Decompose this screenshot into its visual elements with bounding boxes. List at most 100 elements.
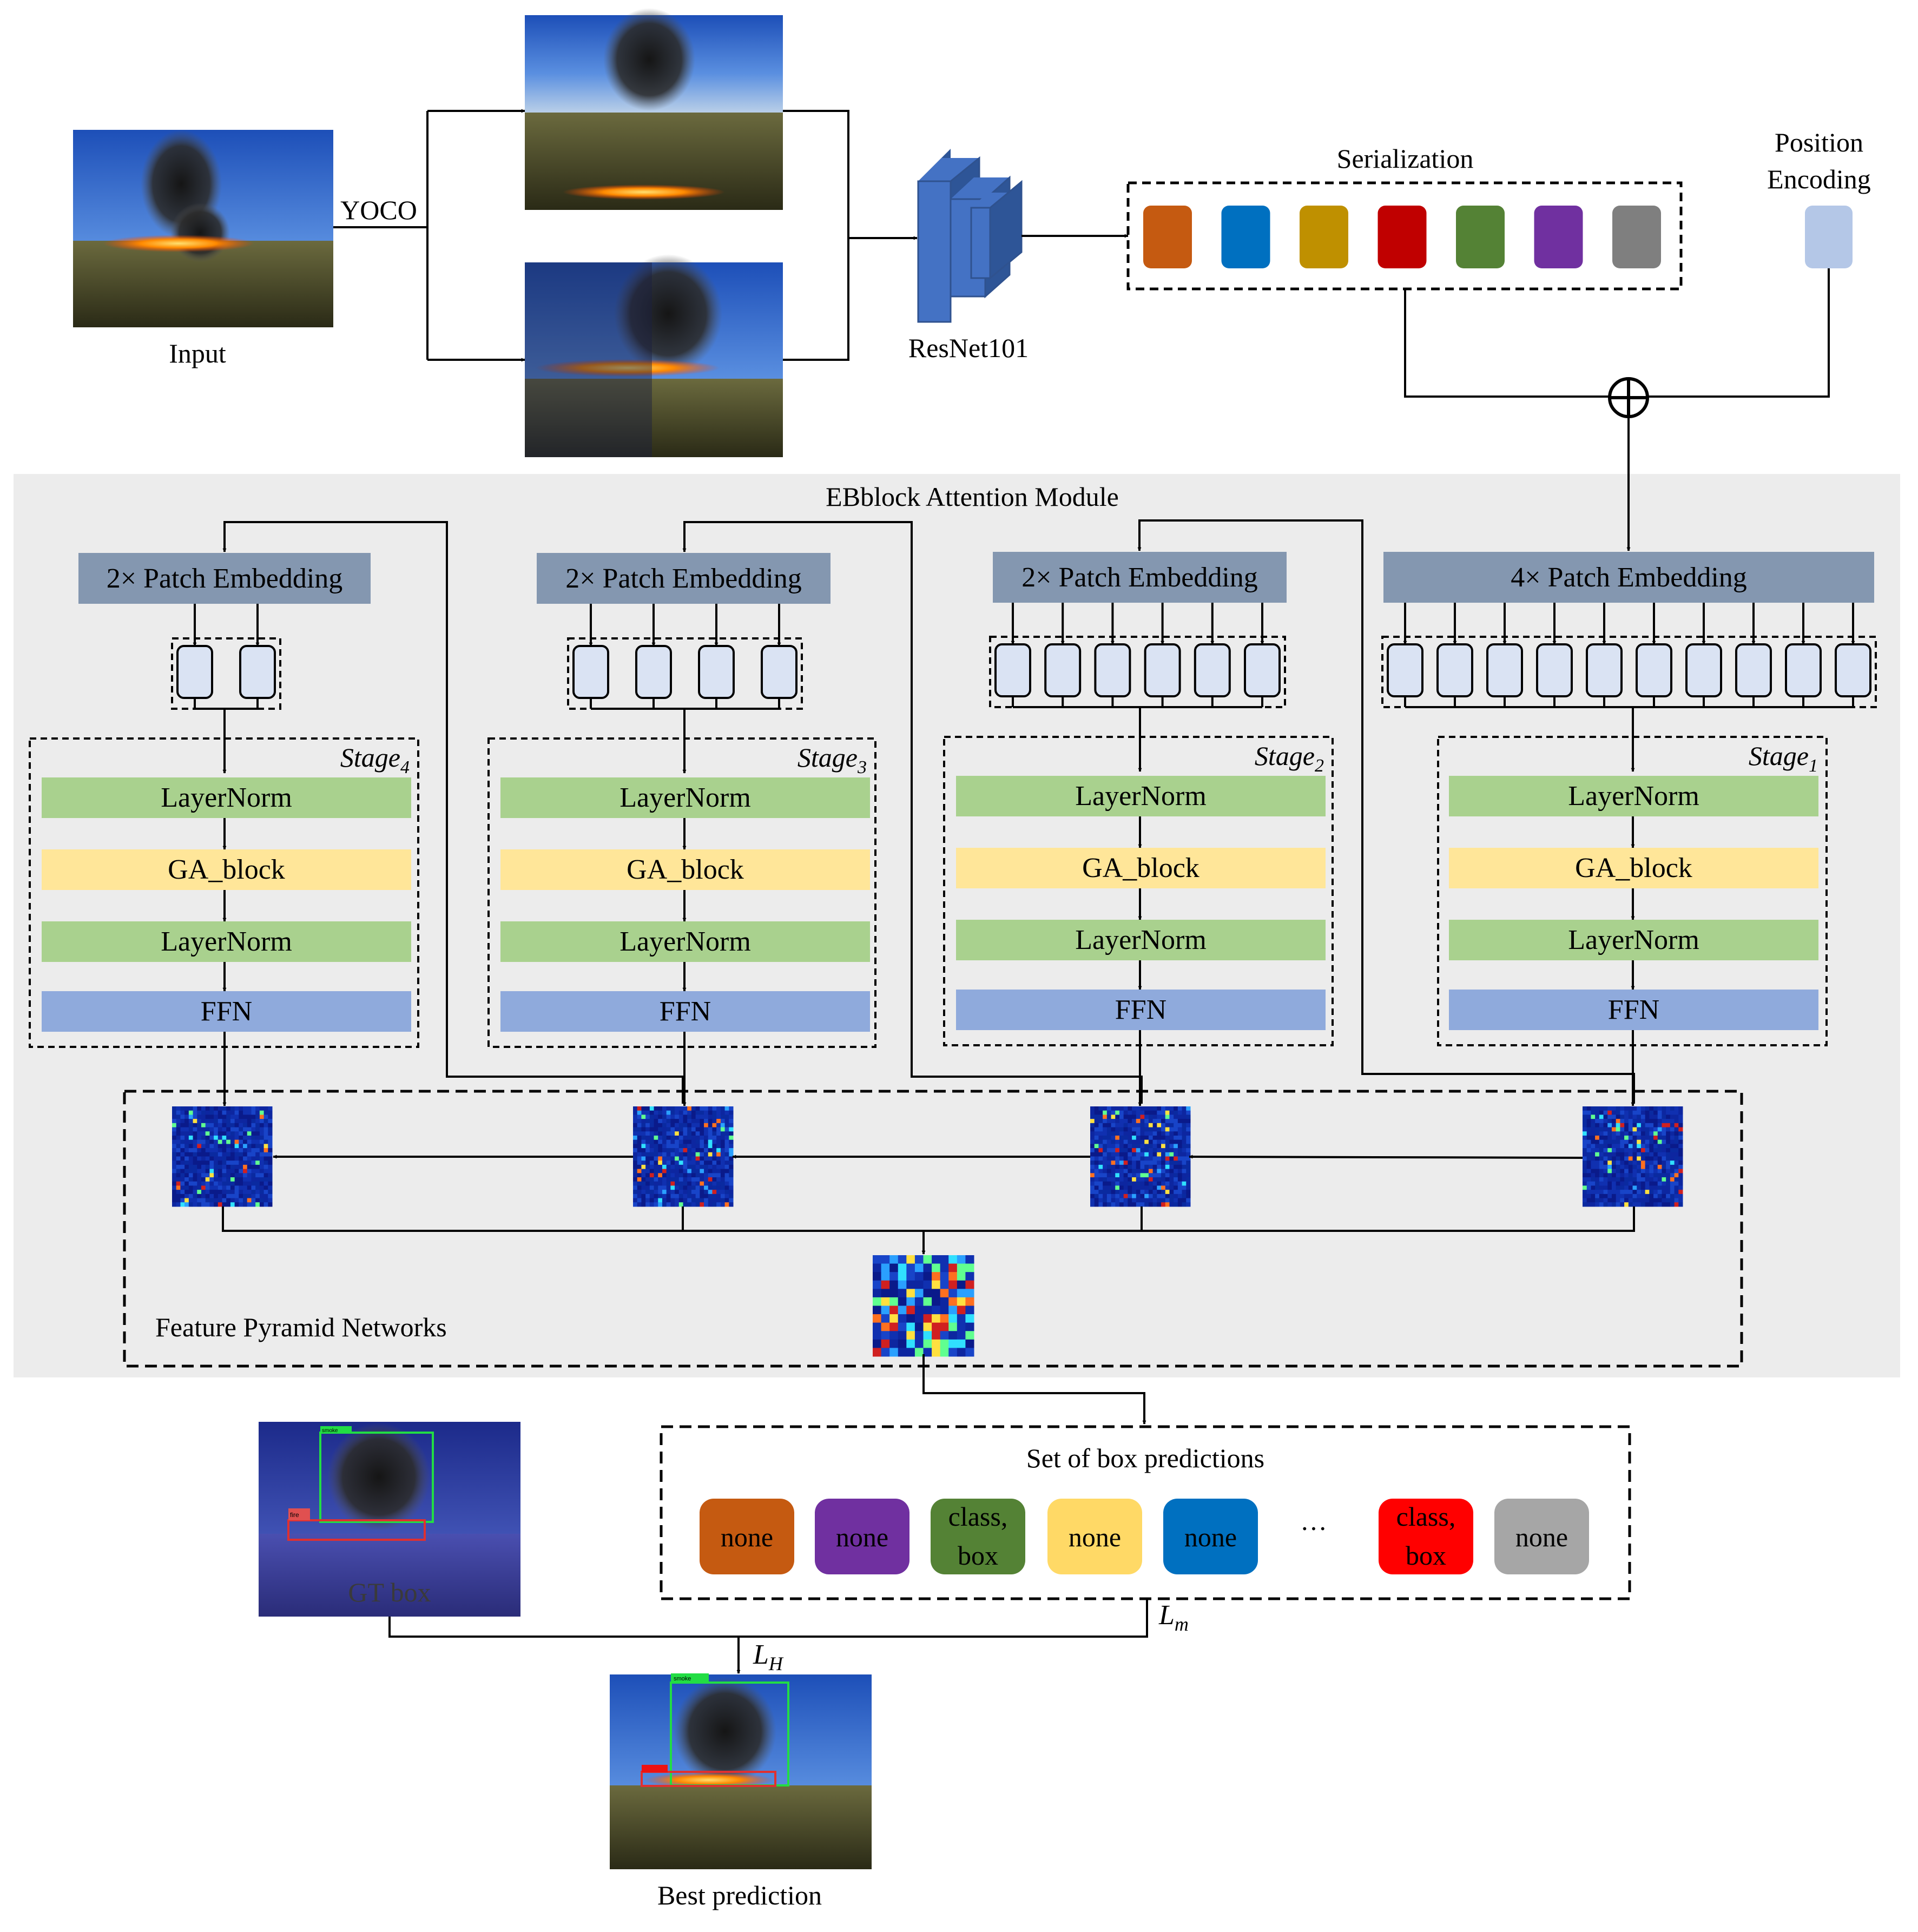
patch-token <box>1536 643 1573 697</box>
yoco-augmented-image-bottom <box>525 254 783 457</box>
stage-box <box>943 736 1334 1046</box>
gt-smoke-tag: smoke <box>322 1428 338 1434</box>
patch-token <box>1835 643 1871 697</box>
yoco-augmented-image-top <box>525 8 783 210</box>
ffn-block <box>42 991 411 1032</box>
ga-block <box>42 849 411 890</box>
prediction-slot: none <box>1163 1499 1258 1574</box>
patch-token <box>1244 643 1281 697</box>
patch-embedding-block <box>993 552 1287 603</box>
patch-token <box>698 645 735 699</box>
ga-block <box>500 849 870 890</box>
stage-1: 4× Patch EmbeddingStage1LayerNormGA_bloc… <box>1381 552 1877 1106</box>
patch-token <box>176 645 213 699</box>
layernorm-block <box>1449 776 1818 816</box>
patch-token <box>1436 643 1473 697</box>
serialized-token <box>1456 206 1505 268</box>
prediction-slot: none <box>1494 1499 1589 1574</box>
serialization-label: Serialization <box>1337 143 1474 174</box>
layernorm-block-label: LayerNorm <box>161 926 292 957</box>
layernorm-block <box>1449 920 1818 960</box>
stage-label: Stage4 <box>340 742 410 777</box>
patch-token <box>1636 643 1672 697</box>
serialized-token <box>1143 206 1192 268</box>
prediction-slot: none <box>1047 1499 1142 1574</box>
ga-block-label: GA_block <box>1082 853 1199 883</box>
layernorm-block <box>956 920 1326 960</box>
feature-map-stage-3 <box>633 1106 734 1207</box>
patch-token <box>761 645 797 699</box>
prediction-slot: class, box <box>1379 1499 1473 1574</box>
layernorm-block <box>42 777 411 818</box>
stage-label: Stage2 <box>1255 741 1324 776</box>
prediction-box-label: box <box>1406 1540 1446 1571</box>
serialized-token <box>1534 206 1583 268</box>
ffn-block-label: FFN <box>1115 994 1166 1025</box>
gt-fire-tag: fire <box>290 1511 299 1519</box>
patch-token <box>1586 643 1623 697</box>
prediction-slot: none <box>700 1499 794 1574</box>
resnet101-label: ResNet101 <box>908 333 1029 363</box>
prediction-none-label: none <box>836 1522 888 1552</box>
prediction-slot: class,box <box>931 1499 1025 1574</box>
patch-token <box>1144 643 1181 697</box>
prediction-class-label: class, <box>1396 1501 1456 1532</box>
patch-embedding-label: 2× Patch Embedding <box>1021 562 1258 593</box>
patch-embedding-block <box>78 553 371 604</box>
position-encoding-label-line2: Encoding <box>1767 164 1871 194</box>
ga-block <box>956 848 1326 888</box>
input-label: Input <box>169 338 226 368</box>
serialized-token <box>1221 206 1270 268</box>
feature-map-stage-1 <box>1583 1106 1683 1207</box>
layernorm-block-label: LayerNorm <box>1075 781 1207 812</box>
stage-4: 2× Patch EmbeddingStage4LayerNormGA_bloc… <box>29 553 419 1106</box>
position-encoding-token <box>1805 206 1853 268</box>
loss-lm: Lm <box>1158 1600 1189 1635</box>
patch-token <box>1044 643 1082 697</box>
ffn-block <box>1449 990 1818 1030</box>
input-image <box>73 130 333 327</box>
ffn-block <box>500 991 870 1032</box>
prediction-none-label: none <box>721 1522 773 1552</box>
prediction-box-label: box <box>958 1540 998 1571</box>
best-prediction-image <box>610 1673 872 1869</box>
patch-embedding-block <box>1383 552 1874 603</box>
layernorm-block <box>42 921 411 962</box>
ffn-block-label: FFN <box>1608 994 1659 1025</box>
ffn-block-label: FFN <box>660 996 711 1027</box>
layernorm-block <box>956 776 1326 816</box>
prediction-none-label: none <box>1184 1522 1237 1552</box>
gt-box-label: GT box <box>348 1577 431 1607</box>
patch-token <box>572 645 609 699</box>
ga-block-label: GA_block <box>1575 853 1692 883</box>
layernorm-block-label: LayerNorm <box>619 926 751 957</box>
patch-token <box>1735 643 1772 697</box>
patch-embedding-block <box>537 553 831 604</box>
layernorm-block-label: LayerNorm <box>619 782 751 813</box>
serialized-token <box>1300 206 1348 268</box>
layernorm-block-label: LayerNorm <box>161 782 292 813</box>
patch-token <box>239 645 276 699</box>
patch-token <box>1194 643 1231 697</box>
serialized-token <box>1377 206 1427 268</box>
stages: 2× Patch EmbeddingStage4LayerNormGA_bloc… <box>29 552 1877 1106</box>
ga-block-label: GA_block <box>627 854 744 885</box>
prediction-none-label: none <box>1515 1522 1568 1552</box>
stage-label: Stage3 <box>797 742 867 777</box>
fpn-box <box>123 1090 1743 1368</box>
fpn-feature-maps <box>172 1106 1683 1357</box>
serialization-tokens <box>1143 206 1661 268</box>
patch-token <box>1785 643 1822 697</box>
prediction-none-label: none <box>1069 1522 1121 1552</box>
patch-token <box>1486 643 1523 697</box>
best-smoke-tag: smoke <box>674 1676 691 1682</box>
layernorm-block-label: LayerNorm <box>1568 925 1699 955</box>
predictions-box <box>660 1425 1631 1600</box>
feature-map-stage-4 <box>172 1106 273 1207</box>
best-prediction-label: Best prediction <box>657 1880 822 1910</box>
patch-token <box>635 645 672 699</box>
stage-label: Stage1 <box>1749 741 1818 776</box>
ga-block <box>1449 848 1818 888</box>
